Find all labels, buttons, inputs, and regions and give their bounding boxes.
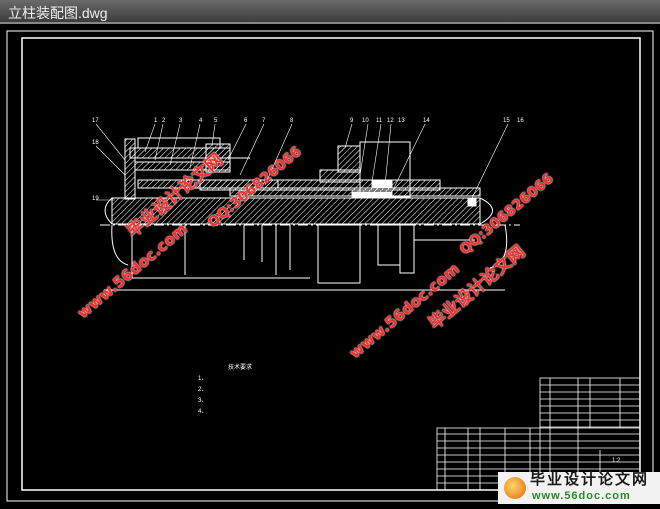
site-logo: 毕业设计论文网 www.56doc.com	[498, 471, 660, 504]
inner-frame	[21, 37, 641, 491]
part-label: 9	[350, 118, 354, 124]
title-bar: 立柱装配图.dwg	[0, 0, 660, 24]
part-label: 14	[423, 118, 430, 124]
note-2: 2、	[198, 387, 208, 393]
part-label: 15	[503, 118, 510, 124]
part-label: 17	[92, 118, 99, 124]
part-label: 6	[244, 118, 248, 124]
logo-url: www.56doc.com	[532, 490, 631, 502]
part-label: 1	[154, 118, 158, 124]
logo-name: 毕业设计论文网	[530, 471, 650, 488]
outer-frame	[6, 30, 654, 502]
part-label: 12	[387, 118, 394, 124]
window-title: 立柱装配图.dwg	[8, 5, 108, 21]
title-block	[436, 377, 641, 491]
part-label: 13	[398, 118, 405, 124]
part-label: 2	[162, 118, 166, 124]
note-4: 4、	[198, 409, 208, 415]
part-label: 18	[92, 140, 99, 146]
logo-globe-icon	[504, 477, 526, 499]
part-label: 5	[214, 118, 218, 124]
part-label: 7	[262, 118, 266, 124]
scale-value: 1:2	[612, 458, 621, 464]
part-label: 4	[199, 118, 203, 124]
note-1: 1、	[198, 376, 208, 382]
drawing-canvas[interactable]: 17 1 2 3 4 5 6 7 8 9 10 11 12 13 14 15 1…	[0, 24, 660, 504]
notes-title: 技术要求	[228, 365, 253, 371]
part-label: 19	[92, 196, 99, 202]
note-3: 3、	[198, 398, 208, 404]
cad-drawing: 17 1 2 3 4 5 6 7 8 9 10 11 12 13 14 15 1…	[6, 30, 654, 502]
part-label: 10	[362, 118, 369, 124]
part-label: 3	[179, 118, 183, 124]
shaft	[111, 197, 481, 225]
part-label: 8	[290, 118, 294, 124]
part-label: 16	[517, 118, 524, 124]
part-labels: 17 1 2 3 4 5 6 7 8 9 10 11 12 13 14 15 1…	[92, 118, 524, 202]
part-label: 11	[376, 118, 383, 124]
